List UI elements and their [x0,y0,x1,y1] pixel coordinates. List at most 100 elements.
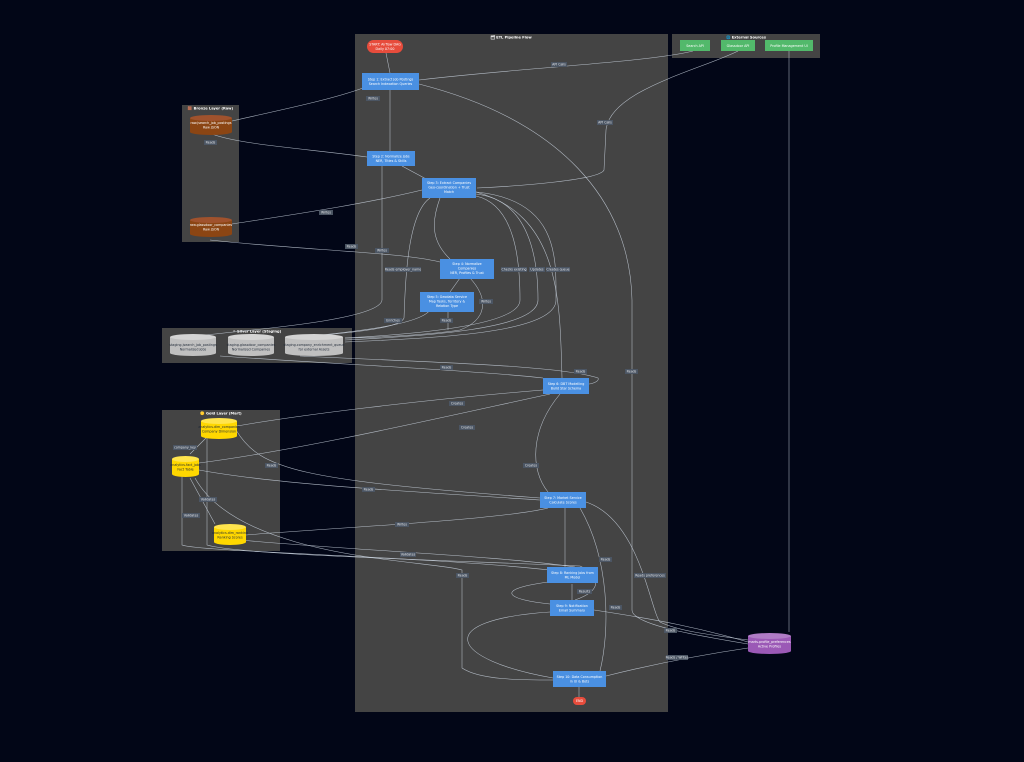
svg-text:Reads: Reads [267,464,277,468]
source-search-api-node: Search API [680,40,710,51]
svg-text:Search API: Search API [686,44,704,48]
svg-text:API Calls: API Calls [598,121,612,125]
edge-gold-dim-step7 [235,429,541,499]
svg-text:company_key: company_key [174,446,196,450]
svg-text:Reads: Reads [576,370,586,374]
step-1-node: Step 1: Extract Job Postings Search Inde… [362,73,419,90]
edge-label: Reads [440,318,453,323]
edge-bronze-jobs-step2 [211,133,368,158]
edge-step3-bronze-companies [231,189,423,225]
edge-silver-step6 [219,355,544,379]
svg-text:Reads: Reads [442,366,452,370]
step-2-node: Step 2: Normalize Jobs NER, Titles & Ski… [367,151,415,166]
edge-start-step1 [385,52,391,74]
edge-label: Results [577,589,592,594]
svg-text:Step 5: Geodata Service: Step 5: Geodata Service [427,295,467,299]
edge-label: Validates [199,497,217,502]
svg-text:staging.jsearch_job_postings: staging.jsearch_job_postings [169,343,217,347]
svg-text:marts.profile_preferences: marts.profile_preferences [748,640,791,644]
svg-text:Reads: Reads [666,629,676,633]
svg-text:Reads: Reads [611,606,621,610]
svg-text:Step 1: Extract Job Postings: Step 1: Extract Job Postings [368,78,414,82]
edge-label: Reads [345,244,358,249]
svg-text:Match: Match [444,190,454,194]
svg-text:Creates queue: Creates queue [546,268,569,272]
silver-jobs-db: staging.jsearch_job_postings Normalized … [169,334,217,356]
edge-label: Validates [400,552,416,557]
edge-step3-step4 [434,197,451,260]
svg-text:Writes: Writes [321,211,331,215]
edge-label: Updates [529,267,545,272]
edge-step1-bronze-jobs [231,87,364,122]
svg-text:Reads: Reads [347,245,357,249]
edge-step7-gold-rank [245,507,549,536]
svg-text:Step 4: Normalize: Step 4: Normalize [452,262,481,266]
edge-step3-step6 [475,191,563,379]
edge-source-b-step3 [476,50,739,189]
svg-text:Profile Management UI: Profile Management UI [770,44,807,48]
edge-label: Writes [366,96,380,101]
cluster-external-title: 🌐 External Sources [726,35,766,40]
svg-text:Step 3: Extract Companies: Step 3: Extract Companies [427,181,471,185]
edge-label: Writes [479,299,493,304]
svg-text:Writes: Writes [368,97,378,101]
svg-text:analytics.fact_jobs: analytics.fact_jobs [170,463,201,467]
svg-text:Validates: Validates [401,553,416,557]
edge-step6-step7 [535,393,561,493]
svg-text:Reads: Reads [601,558,611,562]
source-glassdoor-api-node: Glassdoor API [721,40,755,51]
edge-label: Reads / Writes [666,655,689,660]
edge-silver-step6b [299,355,599,385]
svg-text:Active Profiles: Active Profiles [758,645,781,649]
svg-text:START: Airflow DAG: START: Airflow DAG [369,42,401,46]
svg-text:Glassdoor API: Glassdoor API [727,44,750,48]
edge-profiles-step10 [605,647,749,677]
svg-text:Reads: Reads [442,319,452,323]
cluster-etl-title: 🗂 ETL Pipeline Flow [490,35,532,40]
edge-label: company_key [173,445,197,450]
svg-text:Geo-coordination + Trust: Geo-coordination + Trust [428,186,470,190]
svg-text:staging.company_enrichment_que: staging.company_enrichment_queue [283,343,344,347]
svg-text:Search Indexation Queries: Search Indexation Queries [369,82,413,86]
svg-text:Normalized Jobs: Normalized Jobs [180,348,207,352]
bronze-jobs-db: raw.jsearch_job_postings Raw JSON [190,115,232,135]
svg-text:Build Star Schema: Build Star Schema [551,386,581,390]
end-node: END [573,697,586,705]
svg-text:Reads employer_name: Reads employer_name [385,268,421,272]
edge-step2-silver-jobs [194,166,383,337]
edge-label: Reads [574,369,587,374]
svg-text:analytics.dim_ranking: analytics.dim_ranking [212,531,248,535]
svg-text:Ranking Scores: Ranking Scores [217,536,243,540]
edge-step7-step10 [579,507,607,672]
edge-step6-gold-fact [198,393,551,464]
cluster-etl-pipeline: 🗂 ETL Pipeline Flow [355,34,668,712]
edge-label: Creates queue [546,267,570,272]
edge-label: Reads [362,487,375,492]
svg-text:Reads: Reads [364,488,374,492]
svg-text:Normalized Companies: Normalized Companies [232,348,270,352]
svg-text:Company Dimension: Company Dimension [202,430,236,434]
edge-label: Creates [459,425,475,430]
edge-gold-fact-step10 [194,477,554,681]
edge-step3-silver-a [311,197,431,337]
cluster-bronze-title: 🟫 Bronze Layer (Raw) [188,106,234,111]
svg-text:ML Model: ML Model [565,575,581,579]
svg-text:Validates: Validates [184,514,199,518]
edge-label: Writes [375,248,389,253]
gold-ranking-db: analytics.dim_ranking Ranking Scores [212,524,248,545]
svg-text:Writes: Writes [377,249,387,253]
edge-step3-queue [344,191,557,343]
step-3-node: Step 3: Extract Companies Geo-coordinati… [422,178,476,198]
svg-text:API Calls: API Calls [552,63,566,67]
edge-label: Reads [609,605,622,610]
svg-text:Creates: Creates [525,464,538,468]
edge-label: Creates [449,401,465,406]
edge-label: API Calls [551,62,567,67]
svg-text:Checks existing: Checks existing [502,268,527,272]
svg-text:Companies: Companies [458,267,477,271]
gold-fact-jobs-db: analytics.fact_jobs Fact Table [170,456,201,477]
svg-text:NER, Profiles & Trust: NER, Profiles & Trust [450,271,484,275]
source-profile-ui-node: Profile Management UI [765,40,813,51]
edge-label: Writes [395,522,409,527]
svg-text:Step 8: Ranking Jobs from: Step 8: Ranking Jobs from [551,571,594,575]
